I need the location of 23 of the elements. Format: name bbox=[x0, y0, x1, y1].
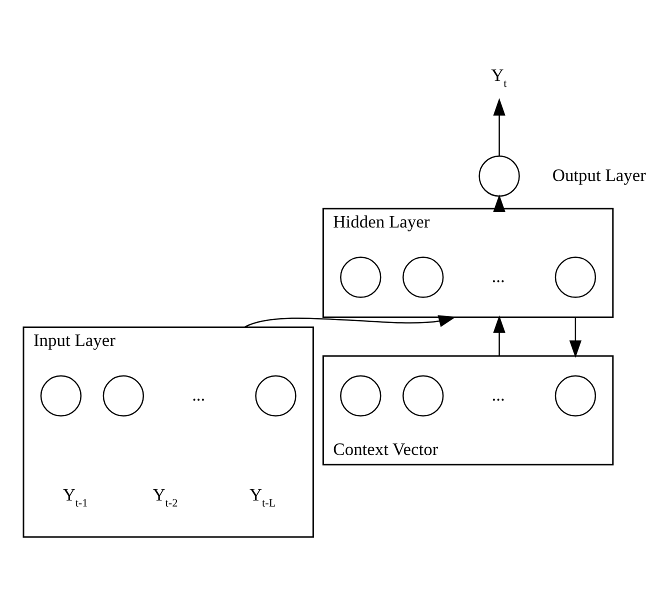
node-text: ... bbox=[492, 265, 505, 286]
node-circle bbox=[554, 374, 596, 416]
node-text: ... bbox=[192, 384, 206, 404]
node-circle bbox=[402, 256, 444, 298]
arrow bbox=[493, 314, 506, 356]
node-text: Y$_{t}$ bbox=[491, 64, 507, 90]
node-text: ... bbox=[492, 384, 505, 404]
node-label: Y$_{t-L}$ bbox=[250, 484, 276, 509]
node-circle bbox=[402, 374, 444, 416]
node-label: Output Layer bbox=[552, 164, 646, 184]
node-circle bbox=[102, 374, 144, 416]
node-circle bbox=[478, 155, 520, 196]
arrow bbox=[493, 194, 506, 212]
arrow bbox=[493, 98, 506, 156]
arrow bbox=[569, 316, 582, 358]
node-circle bbox=[554, 256, 596, 298]
arrow bbox=[244, 314, 456, 328]
node-circle bbox=[340, 256, 382, 298]
node-circle bbox=[255, 374, 296, 416]
node-label: Y$_{t-2}$ bbox=[152, 484, 178, 509]
node-circle bbox=[340, 374, 382, 416]
node-circle bbox=[40, 374, 82, 416]
node-label: Y$_{t-1}$ bbox=[62, 484, 88, 509]
